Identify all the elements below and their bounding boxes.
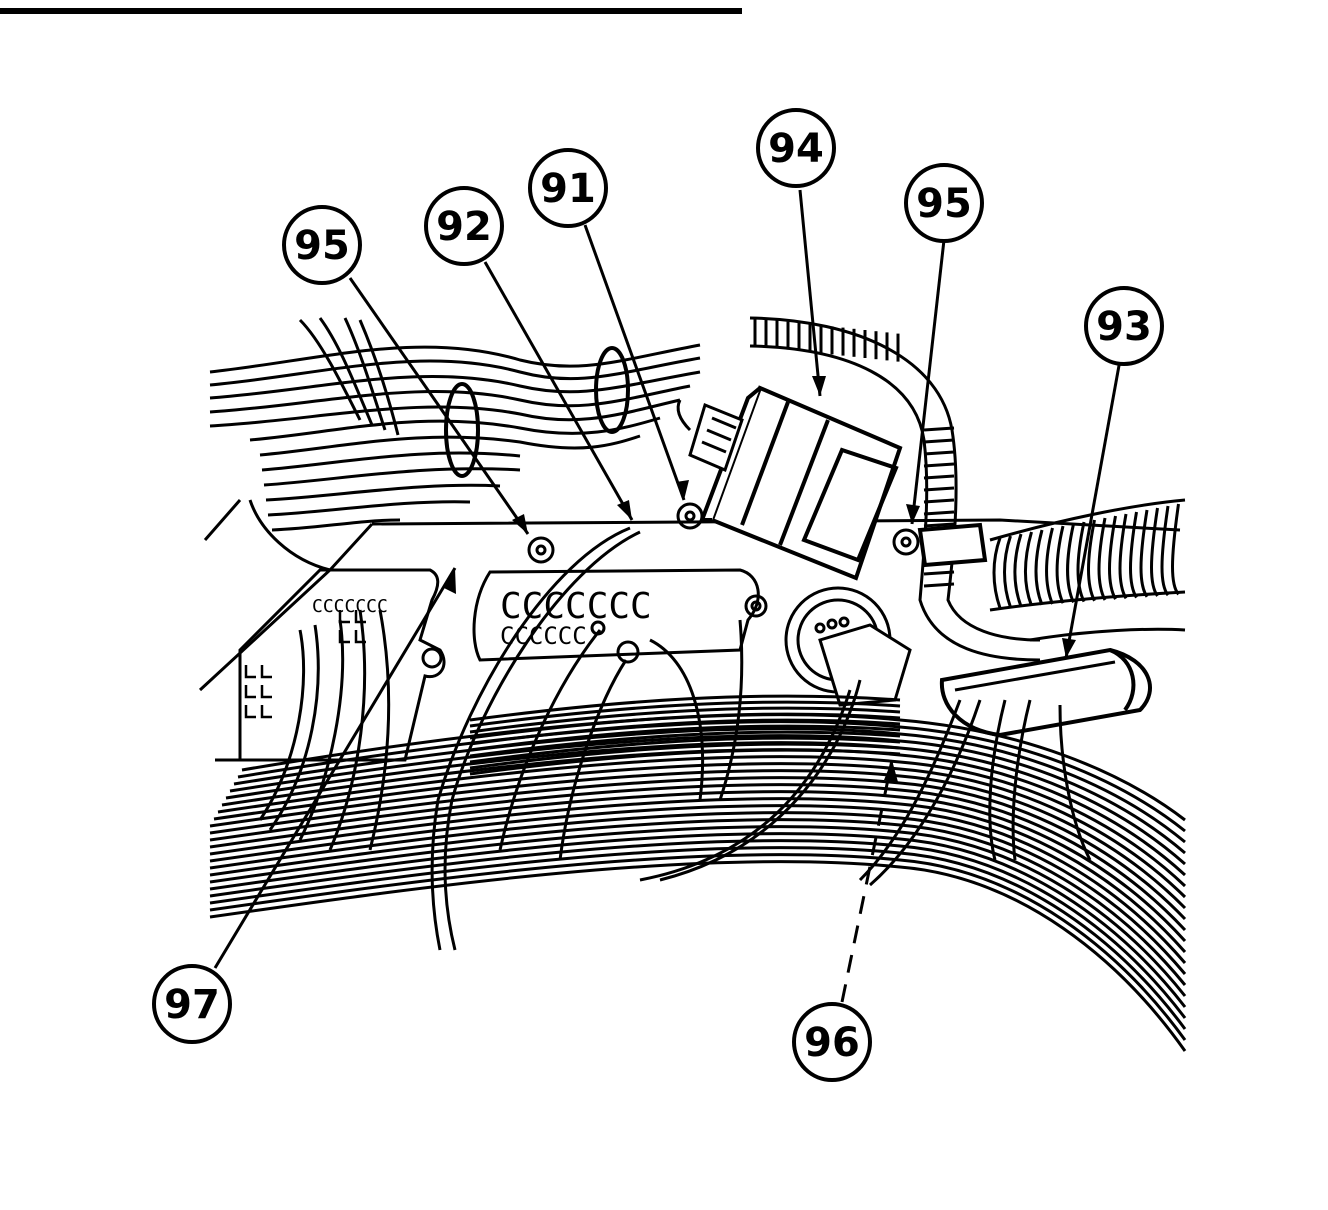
callout-95-left-label: 95 [294, 223, 350, 269]
tube-rib [1139, 509, 1149, 598]
harness-strand [209, 790, 1187, 943]
tube-rib [1129, 511, 1138, 599]
conduit-rib [923, 510, 955, 516]
harness-strand [229, 734, 1186, 855]
callout-94: 94 [756, 108, 836, 188]
tube-rib [1034, 529, 1044, 606]
callout-95-left: 95 [282, 205, 362, 285]
conduit-rib [923, 450, 955, 456]
conduit-rib [923, 570, 955, 576]
conduit-rib [923, 462, 955, 468]
upper-left-harness [209, 317, 701, 572]
conduit-rib [923, 582, 955, 588]
conduit-rib [923, 438, 955, 444]
harness-strand [469, 718, 901, 746]
header-rule [0, 8, 742, 14]
round-socket [784, 586, 912, 707]
callout-92: 92 [424, 186, 504, 266]
callout-93-label: 93 [1096, 304, 1152, 350]
harness-strand [469, 742, 901, 770]
callout-93: 93 [1084, 286, 1164, 366]
harness-strand [209, 853, 1187, 1041]
tube-rib [1024, 531, 1033, 607]
callout-95-right-label: 95 [916, 181, 972, 227]
harness-strand [209, 804, 1187, 964]
callout-97-label: 97 [164, 982, 220, 1028]
tube-rib [1160, 505, 1170, 597]
center-relay [472, 568, 768, 662]
loose-wires [258, 526, 1092, 951]
tube-rib [1066, 523, 1075, 604]
harness-strand [237, 720, 1186, 833]
center-relay-marking-2: CCCCCC [500, 622, 587, 650]
harness-strand [469, 700, 901, 728]
cable-ties-upper [444, 346, 630, 478]
corrugated-conduit [749, 316, 1041, 662]
conduit-rib [923, 522, 955, 528]
left-relay-pins [244, 610, 366, 719]
tube-rib [992, 537, 1002, 609]
harness-strand [209, 846, 1187, 1030]
harness-strand [213, 762, 1187, 899]
harness-strand [469, 694, 901, 722]
harness-strand [209, 769, 1187, 910]
harness-strand [209, 860, 1187, 1052]
left-relay [238, 568, 446, 762]
harness-strand [209, 797, 1187, 953]
tube-rib [1171, 503, 1180, 596]
tube-rib [1076, 521, 1086, 603]
tube-rib [1045, 527, 1054, 605]
conduit-rib [923, 498, 955, 504]
right-tube-ribs [992, 503, 1180, 609]
harness-strand [209, 832, 1187, 1008]
mounting-screws [527, 502, 920, 664]
harness-strand [209, 776, 1187, 921]
callout-leaders [213, 189, 1122, 1003]
lower-harness [209, 694, 1187, 1052]
conduit-grommet [917, 522, 988, 568]
callout-97: 97 [152, 964, 232, 1044]
harness-strand [209, 818, 1187, 986]
tube-rib [1003, 535, 1012, 608]
harness-strand [469, 712, 901, 740]
harness-strand [217, 755, 1187, 888]
callout-91: 91 [528, 148, 608, 228]
left-relay-marking: CCCCCCC [312, 596, 388, 617]
callout-94-label: 94 [768, 126, 824, 172]
conduit-rib [923, 486, 955, 492]
callout-96: 96 [792, 1002, 872, 1082]
harness-strand [209, 783, 1187, 932]
center-relay-marking-1: CCCCCCC [500, 586, 652, 627]
harness-strand [209, 811, 1187, 975]
harness-strand [209, 825, 1187, 997]
callout-arrowheads [444, 376, 1076, 782]
tube-rib [1055, 525, 1065, 604]
callout-95-right: 95 [904, 163, 984, 243]
callout-96-label: 96 [804, 1020, 860, 1066]
tube-rib [1150, 507, 1159, 597]
connector-93 [939, 647, 1152, 738]
tube-rib [1097, 517, 1107, 601]
harness-strand [233, 727, 1186, 844]
harness-strand [209, 839, 1187, 1019]
callout-91-label: 91 [540, 166, 596, 212]
harness-strand [469, 730, 901, 758]
tube-rib [1013, 533, 1023, 607]
tube-rib [1087, 519, 1096, 602]
module-plug [676, 399, 744, 473]
harness-strand [469, 748, 901, 776]
callout-92-label: 92 [436, 204, 492, 250]
tube-rib [1108, 515, 1117, 600]
conduit-rib [923, 474, 955, 480]
conduit-rib [923, 426, 955, 432]
